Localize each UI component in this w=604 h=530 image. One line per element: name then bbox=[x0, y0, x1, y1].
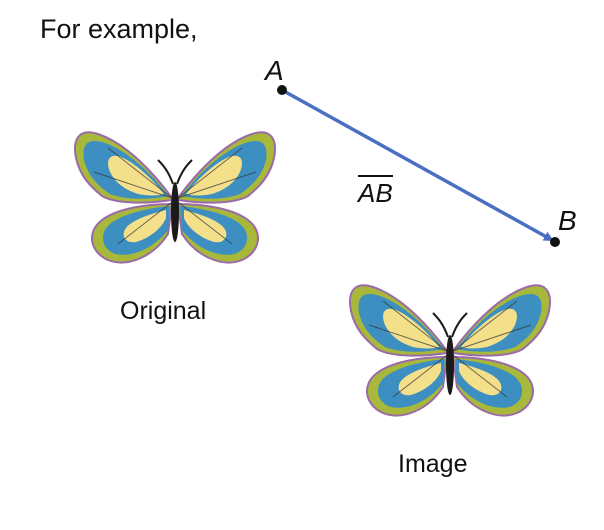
segment-ab-text: AB bbox=[358, 178, 393, 208]
point-b-label: B bbox=[558, 205, 577, 236]
point-b bbox=[550, 237, 560, 247]
butterfly-original-icon bbox=[74, 131, 276, 264]
caption-original: Original bbox=[120, 297, 207, 325]
segment-ab-label: AB bbox=[358, 175, 393, 209]
vector-arrow bbox=[281, 88, 554, 242]
point-a-label: A bbox=[265, 55, 284, 86]
butterfly-image-icon bbox=[349, 284, 551, 417]
caption-image: Image bbox=[398, 450, 468, 478]
overline bbox=[358, 175, 393, 177]
point-a bbox=[277, 85, 287, 95]
intro-text: For example, bbox=[40, 14, 198, 44]
